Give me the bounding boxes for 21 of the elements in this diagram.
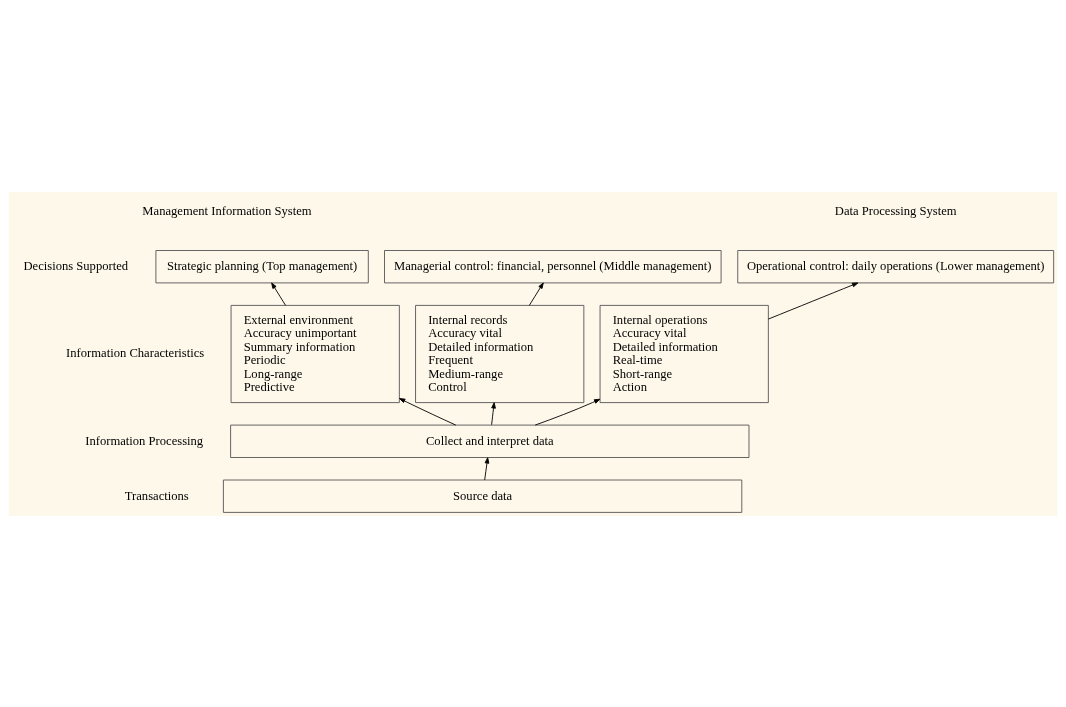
node-box: Operational control: daily operations (Lower management) — [737, 249, 1055, 283]
node-box: Internal records Accuracy vital Detailed information Frequent Medium-range Control — [415, 304, 585, 403]
arrow — [491, 401, 496, 425]
label: Management Information System — [142, 203, 312, 218]
arrow — [399, 397, 457, 426]
node-box: Collect and interpret data — [230, 424, 750, 458]
node-box: Internal operations Accuracy vital Detailed information Real-time Short-range Action — [599, 304, 769, 403]
label: Data Processing System — [834, 203, 957, 218]
arrow — [534, 398, 601, 425]
node-box: Managerial control: financial, personnel (Middle management) — [384, 249, 722, 283]
arrow — [271, 282, 286, 306]
node-box: Strategic planning (Top management) — [155, 249, 369, 283]
arrow — [484, 456, 490, 480]
node-box: Source data — [222, 479, 743, 513]
label: Information Characteristics — [66, 345, 205, 360]
label: Decisions Supported — [23, 258, 129, 273]
arrow — [767, 281, 859, 319]
label: Transactions — [124, 488, 189, 503]
node-box: External environment Accuracy unimportant Summary information Periodic Long-range Predictive — [230, 304, 400, 403]
label: Information Processing — [85, 433, 204, 448]
arrow — [528, 282, 544, 306]
